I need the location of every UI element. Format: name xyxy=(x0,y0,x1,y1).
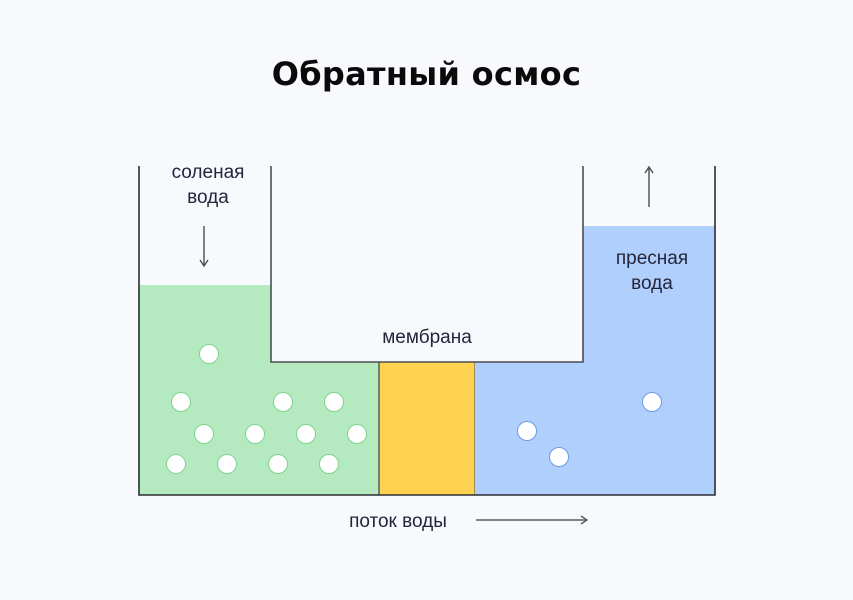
vessel-outline xyxy=(138,166,716,496)
salt-particle xyxy=(268,454,288,474)
salt-particle xyxy=(217,454,237,474)
fresh-particle xyxy=(642,392,662,412)
diagram-title: Обратный осмос xyxy=(271,55,582,93)
salt-particle xyxy=(166,454,186,474)
fresh-particle xyxy=(549,447,569,467)
membrane xyxy=(379,362,475,495)
arrow-down-icon xyxy=(199,226,209,268)
arrow-up-icon xyxy=(644,165,654,207)
salt-water-label: соленая вода xyxy=(171,162,245,208)
salt-particle xyxy=(296,424,316,444)
vessel-inner-wall xyxy=(270,166,584,363)
salt-particle xyxy=(171,392,191,412)
salt-particle xyxy=(199,344,219,364)
fresh-particle xyxy=(517,421,537,441)
salt-particle xyxy=(245,424,265,444)
salt-particle xyxy=(273,392,293,412)
salt-particle xyxy=(194,424,214,444)
fresh-particles xyxy=(517,392,662,467)
salt-particle xyxy=(324,392,344,412)
water-flow-label: поток воды xyxy=(349,511,447,532)
fresh-water-label: пресная вода xyxy=(615,248,689,294)
salt-particle xyxy=(319,454,339,474)
salt-particle xyxy=(347,424,367,444)
arrow-right-icon xyxy=(476,515,589,525)
salt-particles xyxy=(166,344,367,474)
membrane-label: мембрана xyxy=(382,327,472,348)
